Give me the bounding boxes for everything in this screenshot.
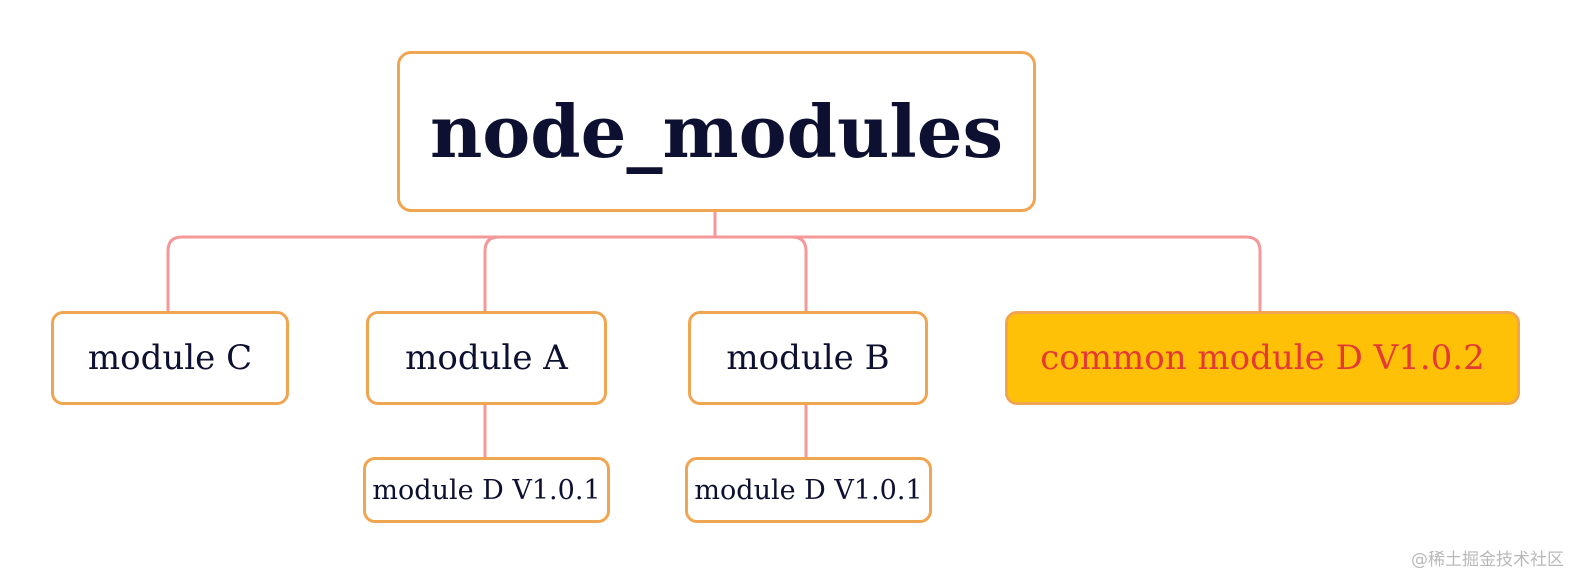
connector-to-module-c bbox=[166, 235, 717, 313]
connector-to-module-a bbox=[483, 235, 717, 313]
module-c-node: module C bbox=[51, 311, 289, 405]
connector-to-common-module-d bbox=[713, 235, 1262, 313]
module-b-dependency-node: module D V1.0.1 bbox=[685, 457, 932, 523]
node-modules-label: node_modules bbox=[429, 89, 1004, 174]
watermark: @稀土掘金技术社区 bbox=[1411, 550, 1564, 570]
module-b-dependency-label: module D V1.0.1 bbox=[694, 474, 923, 506]
node-modules-root: node_modules bbox=[397, 51, 1036, 212]
module-b-node: module B bbox=[688, 311, 928, 405]
module-c-label: module C bbox=[87, 338, 253, 378]
module-b-label: module B bbox=[726, 338, 890, 378]
connector-to-module-b bbox=[713, 235, 808, 313]
module-a-label: module A bbox=[405, 338, 568, 378]
module-a-dependency-label: module D V1.0.1 bbox=[372, 474, 601, 506]
module-a-dependency-node: module D V1.0.1 bbox=[363, 457, 610, 523]
common-module-d-node: common module D V1.0.2 bbox=[1005, 311, 1520, 405]
module-a-node: module A bbox=[366, 311, 607, 405]
common-module-d-label: common module D V1.0.2 bbox=[1040, 338, 1485, 378]
